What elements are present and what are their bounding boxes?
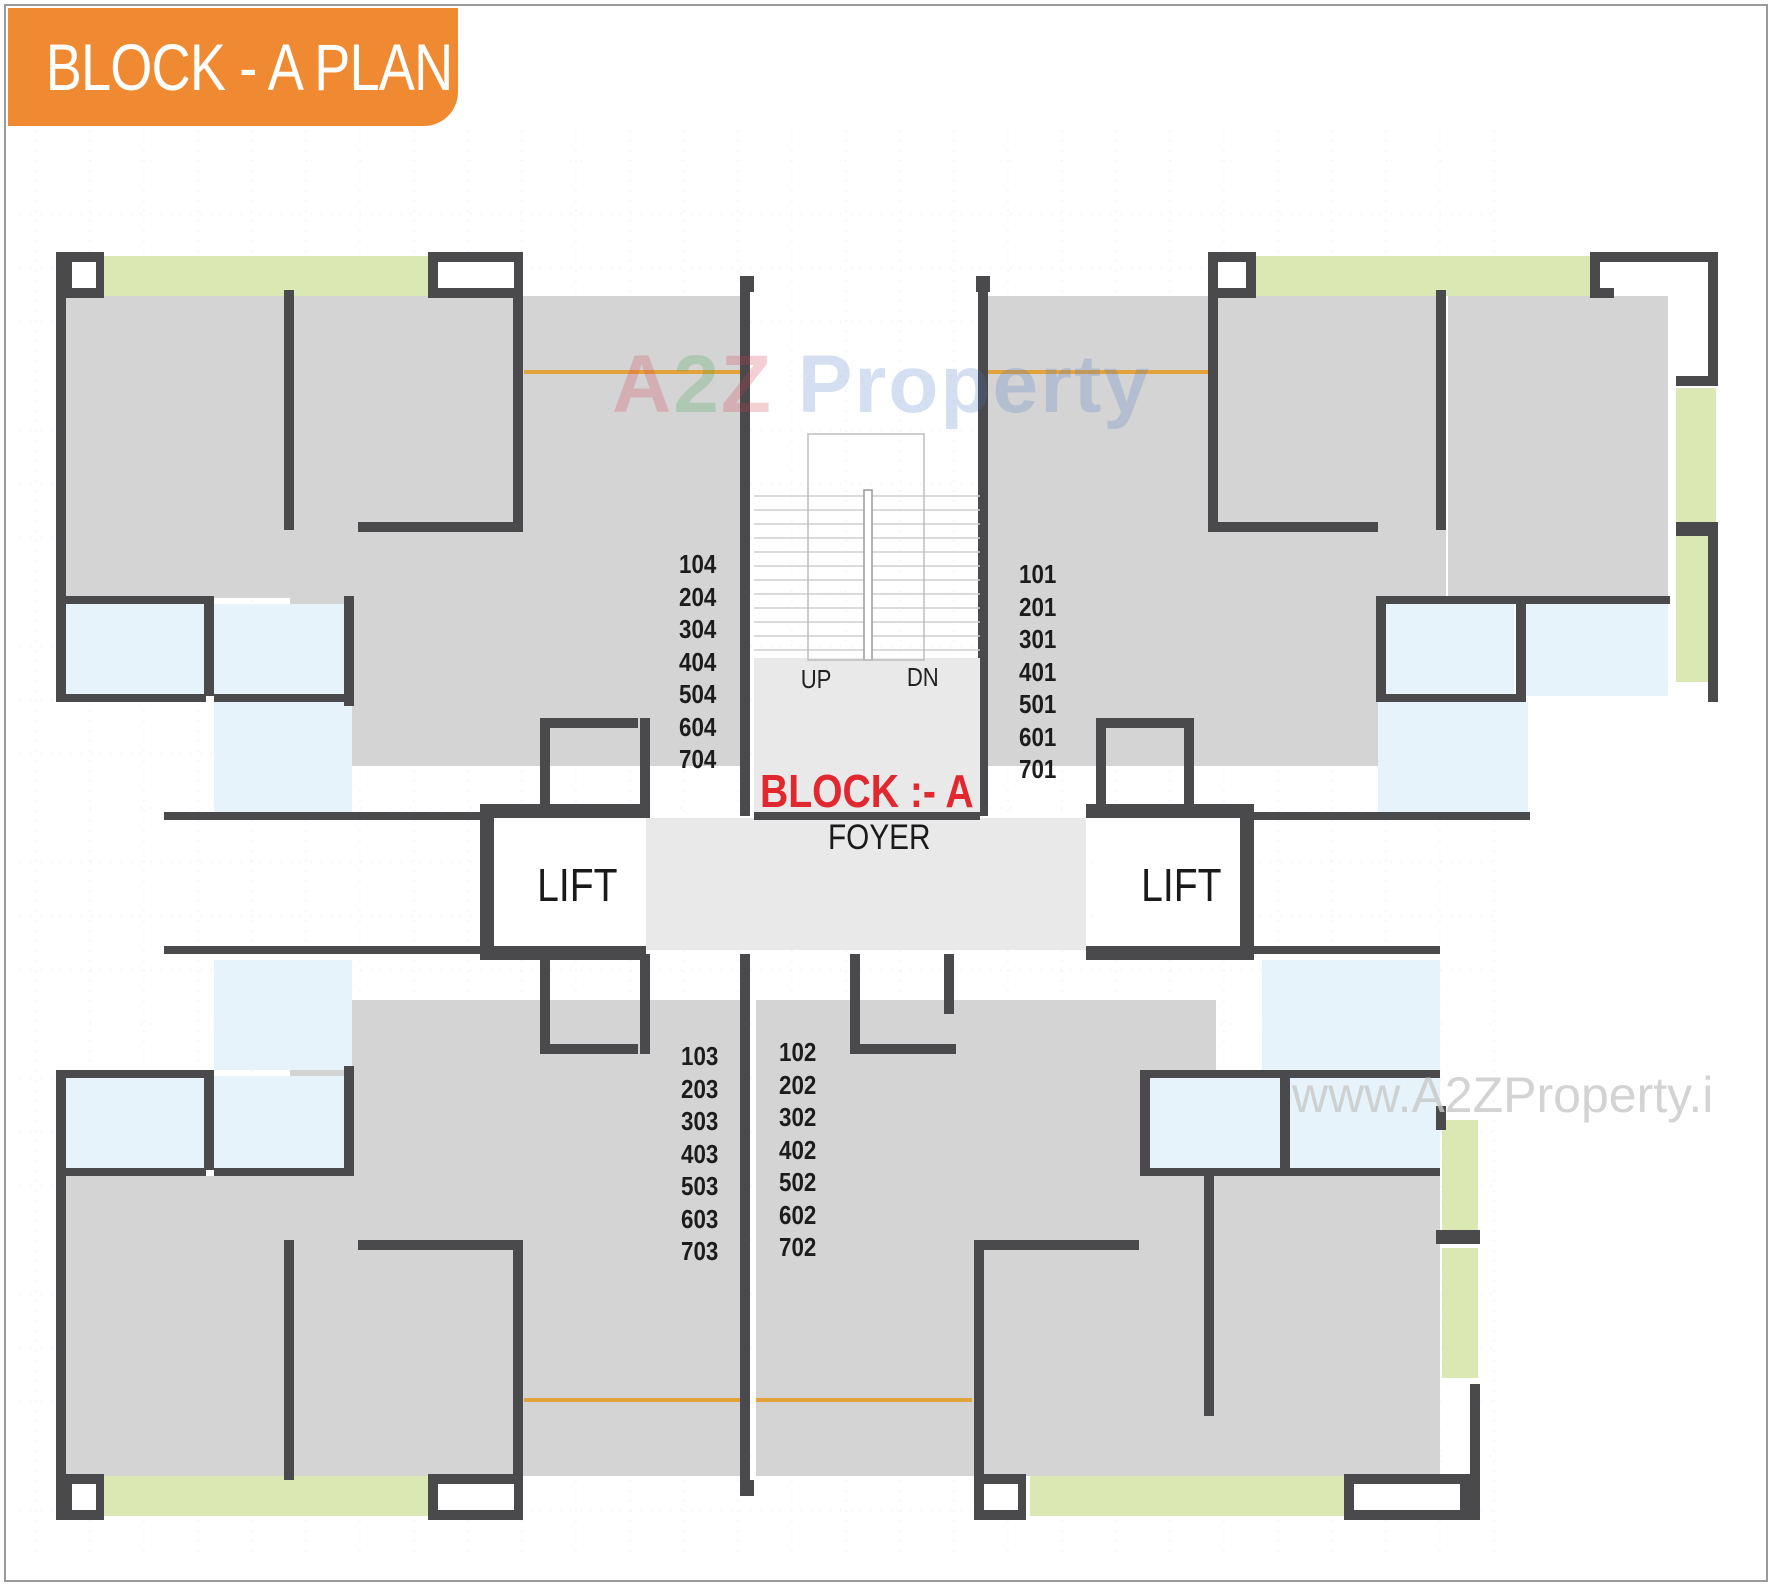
bath-1	[1384, 604, 1514, 696]
stair-top	[807, 433, 925, 661]
plan-title-tab: BLOCK - A PLAN	[8, 8, 458, 126]
bath-2	[1522, 604, 1668, 696]
stair-down-label: DN	[906, 662, 939, 692]
plan-title: BLOCK - A PLAN	[45, 30, 453, 104]
bath-2	[214, 604, 344, 696]
flat-number: 504	[679, 679, 717, 709]
flat-number: 402	[779, 1134, 817, 1165]
bedroom-2	[1210, 1176, 1440, 1476]
balcony	[1030, 1476, 1344, 1516]
bath-1	[66, 1076, 208, 1170]
watermark-logo-z: Z	[720, 339, 773, 430]
utility	[214, 960, 352, 1070]
bedroom-1	[1448, 296, 1668, 596]
bedroom-2	[1218, 290, 1444, 526]
flat-number: 202	[779, 1069, 817, 1100]
flat-number: 203	[681, 1073, 719, 1104]
balcony-side	[1442, 1120, 1478, 1230]
watermark-url: www.A2ZProperty.i	[1292, 1067, 1714, 1123]
bedroom-2	[296, 290, 522, 526]
flat-number: 204	[679, 581, 717, 612]
flat-number: 401	[1019, 656, 1057, 687]
flat-number: 201	[1019, 591, 1057, 622]
flat-number: 703	[681, 1236, 719, 1266]
stair-up-label: UP	[800, 664, 832, 694]
stair-landing	[754, 658, 980, 820]
flat-number: 503	[681, 1171, 719, 1201]
flat-number: 601	[1019, 721, 1057, 752]
balcony	[1254, 256, 1590, 296]
balcony-side	[1676, 388, 1716, 522]
flat-number: 604	[679, 711, 717, 742]
watermark-logo-2: 2	[673, 339, 721, 430]
utility	[1378, 702, 1528, 812]
lift-right-label: LIFT	[1141, 859, 1222, 911]
flat-number: 602	[779, 1199, 817, 1230]
stair-handrail	[863, 489, 873, 661]
flat-number: 603	[681, 1203, 719, 1234]
foyer-label: FOYER	[828, 818, 931, 857]
page-frame	[4, 4, 1768, 1582]
bedroom-2	[296, 1248, 522, 1474]
flat-number: 704	[679, 744, 717, 774]
core	[164, 433, 1440, 960]
watermark-logo: A2Z Property	[612, 338, 1151, 432]
flat-bottom-left	[56, 954, 754, 1520]
flat-number: 403	[681, 1138, 719, 1169]
flat-number: 301	[1019, 624, 1057, 654]
bath-1	[1150, 1076, 1280, 1170]
block-label: BLOCK :- A	[760, 765, 974, 817]
flat-number: 501	[1019, 689, 1057, 719]
flat-number: 404	[679, 646, 717, 677]
flat-number: 303	[681, 1106, 719, 1136]
bath-1	[66, 604, 208, 696]
bedroom-1	[64, 1176, 292, 1476]
flat-number: 304	[679, 614, 717, 644]
flat-number: 104	[679, 549, 717, 579]
lift-right-car	[1100, 818, 1240, 946]
bath-2	[1290, 1076, 1440, 1170]
utility	[1262, 960, 1440, 1070]
bedroom-1	[982, 1248, 1208, 1474]
flat-number: 502	[779, 1167, 817, 1197]
flat-number: 103	[681, 1041, 719, 1071]
flat-number: 701	[1019, 754, 1057, 784]
watermark-logo-text: Property	[772, 339, 1151, 430]
balcony-side-2	[1442, 1248, 1478, 1378]
lift-left-car	[494, 818, 644, 946]
flat-top-right	[976, 252, 1718, 820]
balcony	[104, 1476, 428, 1516]
lift-left-label: LIFT	[537, 859, 618, 911]
foyer-floor	[646, 818, 1086, 950]
flat-number: 702	[779, 1232, 817, 1262]
flat-top-left	[56, 252, 754, 820]
flat-number: 302	[779, 1102, 817, 1132]
balcony	[104, 256, 428, 296]
bedroom-1	[64, 290, 292, 598]
flat-number: 101	[1019, 559, 1057, 589]
flat-number: 102	[779, 1037, 817, 1067]
flat-bottom-right	[756, 954, 1480, 1520]
utility	[214, 702, 352, 812]
bath-2	[214, 1076, 344, 1170]
watermark-logo-a: A	[612, 339, 674, 430]
